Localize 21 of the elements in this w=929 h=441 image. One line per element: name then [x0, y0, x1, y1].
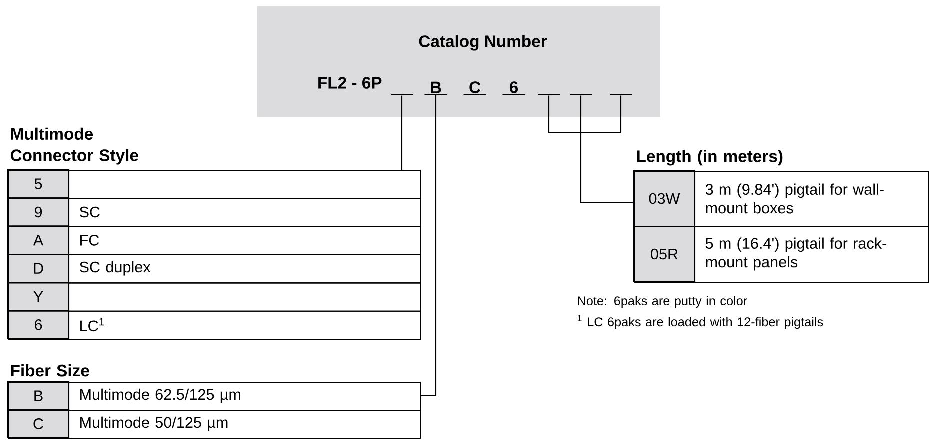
note-text: Note: 6paks are putty in color: [578, 296, 748, 308]
table-row: 6 LC$^{1}$: [7, 310, 422, 340]
table-row: 03W 3 m (9.84') pigtail for wall-mount boxes: [633, 170, 929, 228]
table-row: 05R 5 m (16.4') pigtail for rack-mount panels: [633, 226, 929, 284]
table-heading: Multimode Connector Style: [10, 128, 138, 165]
leader-line: [401, 96, 403, 170]
leader-line: [421, 95, 437, 397]
table-row: C Multimode 50/125 µm: [7, 409, 422, 440]
code-character: C: [464, 82, 486, 96]
note-text: $^{1}$ LC 6paks are loaded with 12-fiber pigtails: [578, 315, 824, 330]
code-character: B: [424, 82, 448, 96]
table-row: Y: [7, 282, 422, 312]
table-row: 9 SC: [7, 198, 422, 228]
table-row: D SC duplex: [7, 254, 422, 284]
table-row: 5: [7, 169, 422, 200]
leader-line: [548, 95, 635, 204]
code-character: 6: [502, 82, 526, 96]
table-row: A FC: [7, 226, 422, 256]
table-heading: Fiber Size: [11, 364, 90, 377]
table-row: B Multimode 62.5/125 µm: [7, 381, 422, 412]
table-heading: Length (in meters): [637, 150, 783, 166]
